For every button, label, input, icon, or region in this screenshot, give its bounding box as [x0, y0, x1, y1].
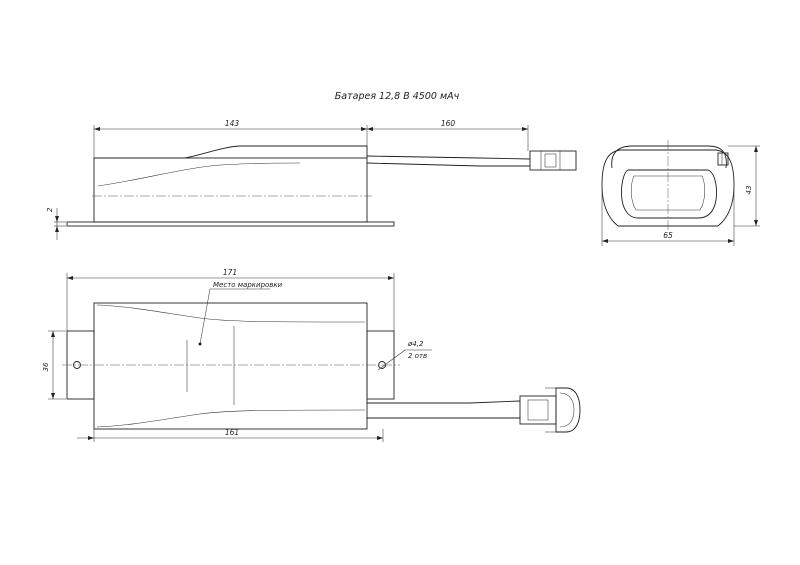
dim-plan-overall-length: 171: [223, 268, 237, 277]
dimension-plan-overall: [66, 273, 395, 331]
dim-flange-thickness: 2: [46, 207, 54, 212]
front-view: [66, 145, 577, 227]
dim-side-height: 43: [745, 186, 753, 195]
hole-diameter-label: ø4,2: [407, 340, 424, 348]
dimension-plan-body: [77, 429, 384, 442]
hole-count-label: 2 отв: [408, 352, 427, 360]
dimension-top-lengths: [93, 125, 529, 158]
marking-place-label: Место маркировки: [213, 281, 283, 289]
marking-place-leader: [198, 288, 270, 346]
dim-side-width: 65: [663, 231, 673, 240]
dim-top-cable-length: 160: [441, 119, 456, 128]
dimension-side-height: [728, 145, 760, 227]
dim-plan-flange-height: 36: [42, 362, 50, 371]
drawing-title: Батарея 12,8 В 4500 мАч: [335, 91, 460, 102]
dim-plan-body-length: 161: [225, 428, 239, 437]
dimension-side-width: [601, 190, 735, 246]
dimension-plan-flange-height: [48, 330, 66, 400]
dimension-flange-thickness: [54, 208, 66, 240]
side-view: [601, 140, 735, 232]
hole-callout-leader: [377, 349, 432, 371]
dim-top-body-length: 143: [225, 119, 240, 128]
plan-view: [62, 302, 581, 433]
